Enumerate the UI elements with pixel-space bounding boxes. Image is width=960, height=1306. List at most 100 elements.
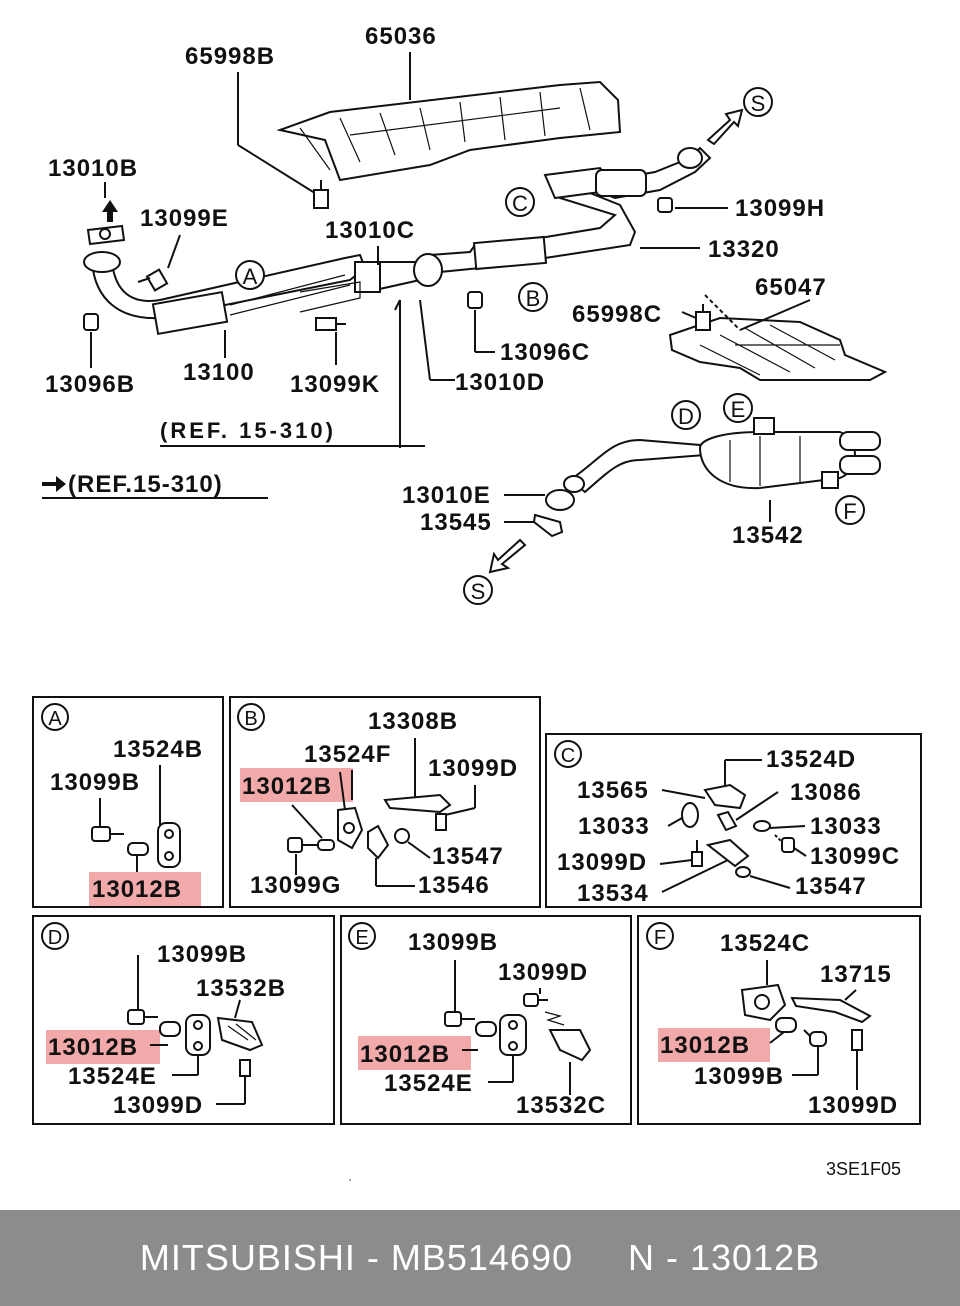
arrow-from-s-icon bbox=[488, 538, 527, 574]
center-pipe-13320 bbox=[299, 146, 712, 313]
svg-text:13099B: 13099B bbox=[50, 769, 140, 796]
nut-13096B bbox=[83, 313, 99, 331]
label-13545: 13545 bbox=[420, 509, 492, 536]
detail-box-D: D 13099B 13532B 13012B 13524E 13099D bbox=[32, 915, 335, 1125]
leader-13010D bbox=[419, 299, 431, 381]
heat-shield-65047 bbox=[668, 316, 888, 381]
leader-65047-2 bbox=[739, 299, 811, 331]
bolt-13099K bbox=[315, 317, 346, 331]
svg-text:13524D: 13524D bbox=[766, 746, 856, 773]
svg-text:B: B bbox=[244, 708, 257, 730]
speck bbox=[349, 1179, 351, 1181]
label-13096C: 13096C bbox=[500, 339, 590, 366]
part-number-caption: MITSUBISHI - MB514690 N - 13012B bbox=[139, 1237, 821, 1278]
label-65047: 65047 bbox=[755, 274, 827, 301]
svg-text:13308B: 13308B bbox=[368, 708, 458, 735]
svg-text:A: A bbox=[243, 264, 258, 289]
svg-text:13524E: 13524E bbox=[68, 1063, 157, 1090]
detail-box-C: C 13524D 13565 13086 13033 13033 13099D … bbox=[545, 733, 922, 908]
svg-text:13033: 13033 bbox=[810, 813, 882, 840]
svg-text:S: S bbox=[751, 91, 766, 116]
clamp-13545 bbox=[532, 513, 564, 538]
svg-text:13033: 13033 bbox=[578, 813, 650, 840]
callout-B: B bbox=[518, 282, 548, 312]
leader-13099E bbox=[167, 234, 181, 269]
svg-text:13099B: 13099B bbox=[694, 1063, 784, 1090]
svg-text:13012B: 13012B bbox=[48, 1034, 138, 1061]
leader-65998C bbox=[681, 311, 697, 319]
detail-box-F: F 13524C 13715 13012B 13099B 13099D bbox=[637, 915, 921, 1125]
ref-15-310-b: (REF.15-310) bbox=[68, 471, 223, 498]
label-13010C: 13010C bbox=[325, 217, 415, 244]
svg-text:D: D bbox=[678, 404, 694, 429]
gasket-13010E bbox=[545, 489, 575, 511]
heat-shield-65036 bbox=[276, 80, 622, 182]
svg-text:13012B: 13012B bbox=[660, 1032, 750, 1059]
svg-text:C: C bbox=[512, 191, 528, 216]
label-13010E: 13010E bbox=[402, 482, 491, 509]
svg-text:13524C: 13524C bbox=[720, 930, 810, 957]
nut-13096C bbox=[467, 291, 483, 309]
svg-text:13524F: 13524F bbox=[304, 741, 391, 768]
svg-text:13547: 13547 bbox=[432, 843, 504, 870]
exhaust-parts-diagram: A B C D E F S S 65998B 65036 13010B 1309… bbox=[32, 23, 922, 1181]
svg-text:C: C bbox=[561, 745, 575, 767]
svg-text:E: E bbox=[731, 397, 746, 422]
svg-text:13099B: 13099B bbox=[157, 941, 247, 968]
svg-text:13012B: 13012B bbox=[242, 773, 332, 800]
label-13320: 13320 bbox=[708, 236, 780, 263]
label-13010D: 13010D bbox=[455, 369, 545, 396]
svg-text:F: F bbox=[654, 927, 666, 949]
footer-bar: MITSUBISHI - MB514690 N - 13012B bbox=[0, 1210, 960, 1306]
svg-text:13524E: 13524E bbox=[384, 1070, 473, 1097]
svg-text:13099D: 13099D bbox=[498, 959, 588, 986]
bolt-13099E bbox=[137, 268, 169, 292]
detail-box-A: A 13524B 13099B 13012B bbox=[32, 696, 224, 908]
callout-F: F bbox=[835, 495, 865, 525]
label-65036: 65036 bbox=[365, 23, 437, 50]
detail-box-E: E 13099B 13099D 13012B 13524E 13532C bbox=[340, 915, 632, 1125]
svg-text:13547: 13547 bbox=[795, 873, 867, 900]
callout-S-top: S bbox=[743, 87, 773, 117]
svg-text:13524B: 13524B bbox=[113, 736, 203, 763]
bolt-13099H bbox=[657, 197, 673, 213]
rear-muffler-13542 bbox=[563, 417, 881, 494]
callout-A: A bbox=[235, 260, 265, 290]
bolt-65998B bbox=[313, 180, 329, 209]
svg-text:13012B: 13012B bbox=[360, 1041, 450, 1068]
label-13096B: 13096B bbox=[45, 371, 135, 398]
label-65998C: 65998C bbox=[572, 301, 662, 328]
svg-text:13099D: 13099D bbox=[428, 755, 518, 782]
svg-text:D: D bbox=[48, 927, 62, 949]
svg-text:F: F bbox=[843, 499, 856, 524]
svg-text:13099D: 13099D bbox=[808, 1092, 898, 1119]
arrow-right-icon bbox=[42, 476, 66, 492]
label-65998B: 65998B bbox=[185, 43, 275, 70]
callout-S-bottom: S bbox=[463, 575, 493, 605]
label-13010B: 13010B bbox=[48, 155, 138, 182]
svg-text:13099B: 13099B bbox=[408, 929, 498, 956]
label-13542: 13542 bbox=[732, 522, 804, 549]
diagram-code: 3SE1F05 bbox=[826, 1159, 901, 1179]
svg-text:13532B: 13532B bbox=[196, 975, 286, 1002]
label-13100: 13100 bbox=[183, 359, 255, 386]
arrow-to-s-icon bbox=[706, 108, 744, 146]
svg-text:13099D: 13099D bbox=[113, 1092, 203, 1119]
svg-text:B: B bbox=[526, 286, 541, 311]
svg-text:13715: 13715 bbox=[820, 961, 892, 988]
callout-C: C bbox=[505, 187, 535, 217]
ref-15-310-a: (REF. 15-310) bbox=[160, 418, 336, 443]
svg-text:S: S bbox=[471, 579, 486, 604]
svg-text:13532C: 13532C bbox=[516, 1092, 606, 1119]
label-13099H: 13099H bbox=[735, 195, 825, 222]
svg-text:13546: 13546 bbox=[418, 872, 490, 899]
svg-text:13099G: 13099G bbox=[250, 872, 341, 899]
bolt-65998C bbox=[695, 304, 711, 331]
svg-text:13565: 13565 bbox=[577, 777, 649, 804]
leader-ref-15-310-b bbox=[394, 299, 401, 311]
svg-text:13086: 13086 bbox=[790, 779, 862, 806]
svg-text:A: A bbox=[48, 708, 62, 730]
svg-text:13012B: 13012B bbox=[92, 876, 182, 903]
detail-box-B: B 13308B 13524F 13012B 13099D 13547 1309… bbox=[229, 696, 541, 908]
svg-text:13534: 13534 bbox=[577, 880, 649, 907]
